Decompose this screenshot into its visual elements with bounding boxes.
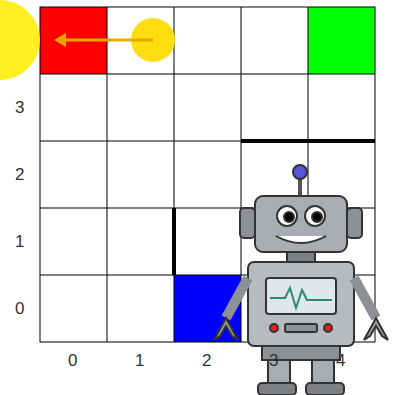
wall — [241, 139, 375, 143]
column-number: 1 — [135, 352, 144, 369]
row-number: 2 — [15, 166, 24, 183]
row-number: 0 — [15, 300, 24, 317]
column-number: 4 — [336, 352, 345, 369]
column-number: 2 — [202, 352, 211, 369]
column-number: 3 — [269, 352, 278, 369]
row-number: 1 — [15, 233, 24, 250]
robot-illustration — [214, 165, 388, 395]
grid — [40, 7, 375, 342]
green-cell — [308, 7, 375, 74]
arrow-head — [54, 33, 66, 47]
wall — [172, 208, 176, 275]
move-arrow — [64, 39, 153, 42]
row-number: 3 — [15, 99, 24, 116]
column-number: 0 — [68, 352, 77, 369]
agent-circle — [0, 0, 40, 80]
